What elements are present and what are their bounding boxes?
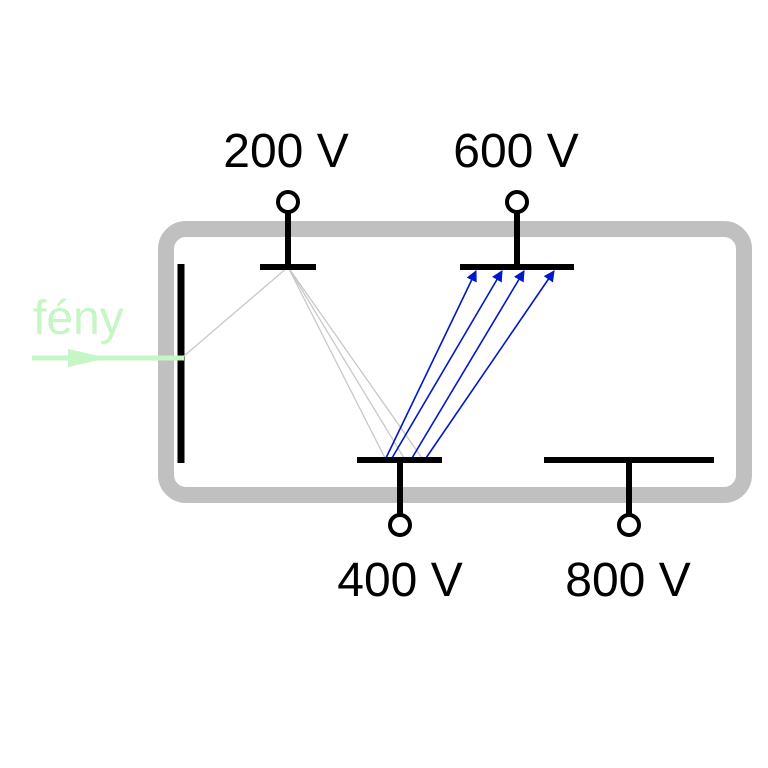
voltage-label-200v: 200 V — [223, 125, 348, 178]
light-arrow — [32, 349, 184, 367]
secondary-electron-paths — [385, 269, 555, 459]
anode-800v — [544, 457, 714, 537]
voltage-label-600v: 600 V — [453, 125, 578, 178]
dynode-600v — [460, 190, 574, 270]
voltage-label-400v: 400 V — [337, 554, 462, 607]
primary-electron-paths — [183, 266, 423, 459]
dynode-400v — [357, 457, 442, 537]
tube-envelope — [158, 221, 752, 503]
light-label: fény — [33, 292, 124, 345]
dynode-200v — [260, 190, 316, 270]
voltage-label-800v: 800 V — [565, 554, 690, 607]
